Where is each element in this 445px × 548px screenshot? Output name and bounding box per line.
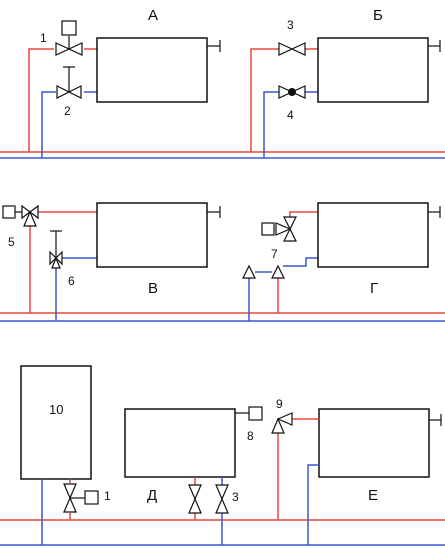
three-way-valve-icon [15,204,39,227]
radiator [318,408,430,478]
radiator-air-vent-icon [428,206,441,218]
valve-number: 1 [104,489,111,503]
two-way-valve-icon [278,42,306,56]
thermostatic-head-icon [61,20,77,36]
scheme-b: 3 4 Б [250,7,445,159]
return-riser [263,91,279,158]
boiler [20,365,92,480]
return-connection [307,464,319,545]
valve-number: 9 [276,397,283,411]
boiler-number: 10 [49,402,63,417]
vent-number: 8 [247,429,254,443]
supply-riser [28,48,54,152]
return-riser [41,91,56,158]
valve-number: 7 [271,247,278,261]
scheme-d-e: 10 1 8 Д 3 [0,365,445,546]
thermostatic-head-icon [261,222,275,236]
section-label: А [148,7,158,24]
thermostatic-head-icon [2,205,16,219]
valve-number: 5 [8,235,15,249]
section-label: В [148,280,158,297]
two-way-valve-icon [188,484,202,514]
thermostatic-head-icon [84,490,99,505]
three-way-valve-icon [271,412,293,434]
radiator-air-vent-icon [428,40,441,52]
section-label: Д [147,487,157,504]
supply-riser [250,48,279,152]
valve-number: 1 [40,31,47,45]
two-way-valve-icon [215,484,229,514]
scheme-v: 5 6 В [0,202,445,322]
three-way-valve-icon [275,216,297,242]
section-label: Е [368,487,378,504]
section-label: Г [370,280,378,297]
valve-number: 3 [287,18,294,32]
radiator [96,202,208,268]
scheme-g: 7 Г [242,202,441,321]
check-valve-icon [242,264,256,279]
radiator [317,202,429,268]
air-vent-icon [235,406,263,421]
section-label: Б [373,7,383,24]
radiator [124,408,236,478]
two-way-valve-icon [55,36,83,56]
scheme-a: 1 2 А [0,7,250,159]
check-valve-icon [271,264,285,279]
two-way-valve-icon [56,66,82,99]
radiator [96,37,208,103]
two-way-valve-icon [63,483,85,513]
two-way-valve-icon [49,230,63,269]
valve-number: 6 [68,274,75,288]
valve-number: 2 [64,104,71,118]
radiator-air-vent-icon [429,414,442,426]
valve-number: 4 [287,108,294,122]
check-valve-icon [278,85,306,99]
return-connection [283,257,318,267]
valve-number: 3 [232,490,239,504]
radiator [317,37,429,103]
radiator-air-vent-icon [207,206,221,218]
radiator-air-vent-icon [207,40,221,52]
